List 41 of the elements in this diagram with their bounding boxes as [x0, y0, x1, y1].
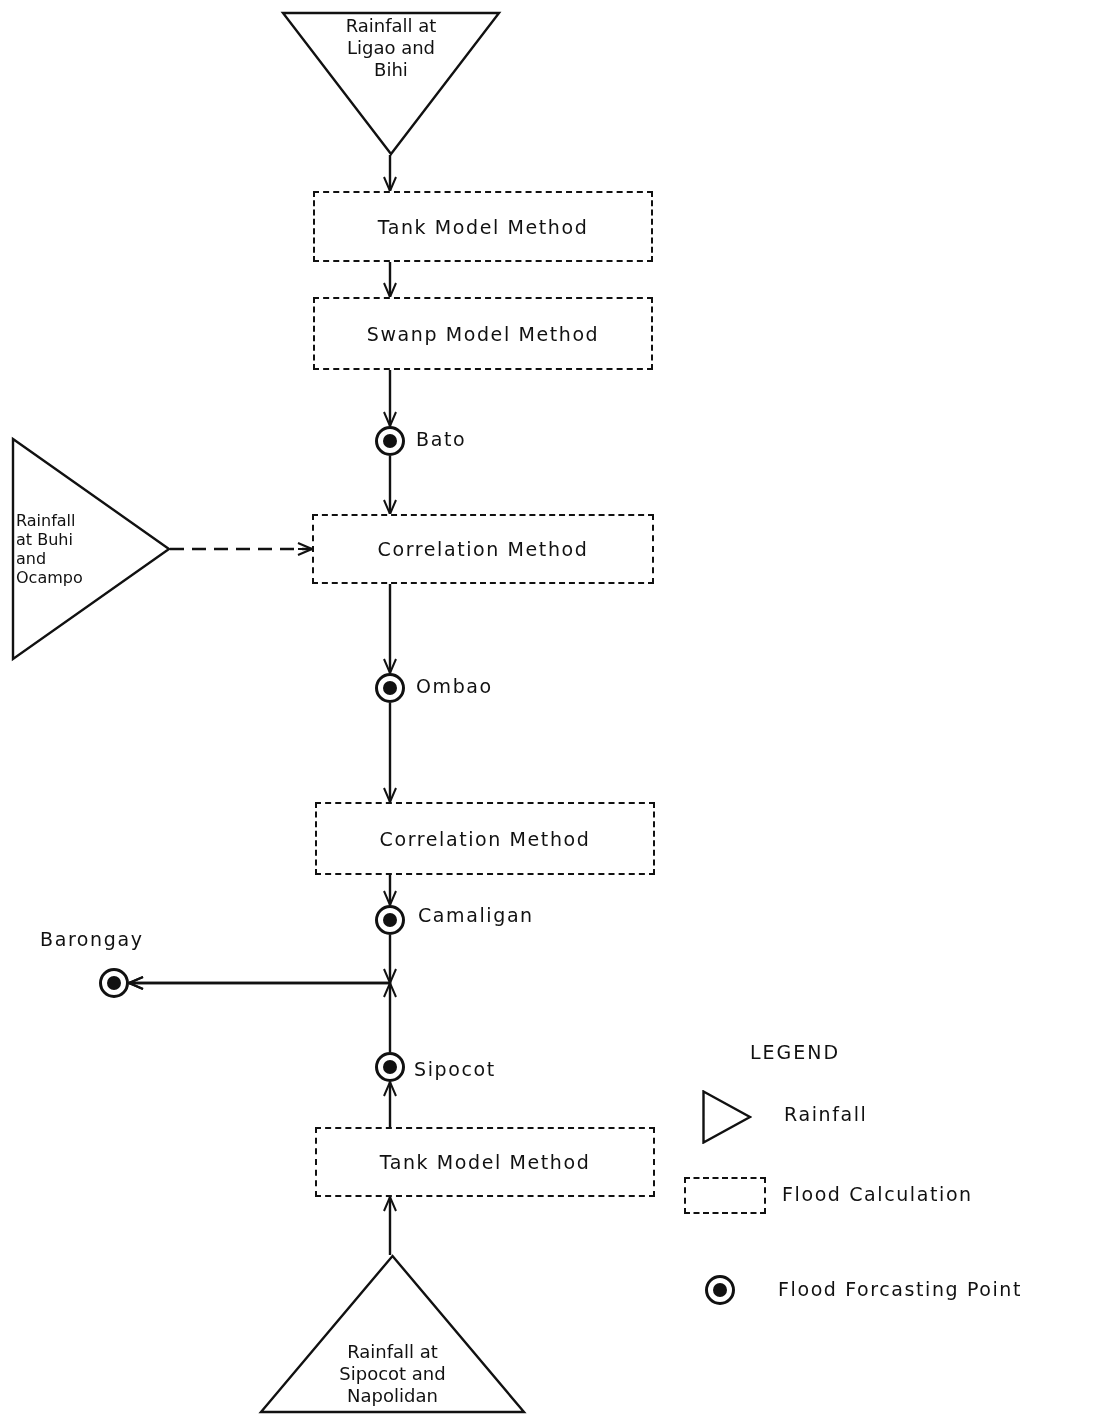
- arrow: [128, 976, 397, 1052]
- flood-calculation-box: [312, 514, 654, 584]
- point-label: Sipocot: [414, 1058, 496, 1080]
- flood-calculation-box: [313, 297, 653, 370]
- rainfall-text: Rainfall at Sipocot and Napolidan: [338, 1341, 447, 1407]
- forecasting-point-marker: [99, 968, 129, 998]
- flood-calculation-box: [313, 191, 653, 262]
- rainfall-triangle: [12, 438, 170, 660]
- method-text: Tank Model Method: [377, 215, 589, 238]
- forecasting-point-marker: [375, 673, 405, 703]
- arrow: [383, 875, 397, 906]
- rainfall-triangle: [260, 1255, 525, 1413]
- arrow: [383, 1081, 397, 1127]
- rainfall-text: Rainfall at Ligao and Bihi: [344, 15, 438, 81]
- rainfall-triangle: [282, 12, 500, 155]
- legend-label: Rainfall: [784, 1103, 868, 1125]
- forecasting-point-marker: [375, 1052, 405, 1082]
- arrow: [383, 456, 397, 515]
- arrow: [383, 703, 397, 803]
- point-label: Ombao: [416, 675, 493, 697]
- flood-calculation-box: [315, 1127, 655, 1197]
- method-text: Tank Model Method: [379, 1151, 591, 1173]
- legend-label: Flood Forcasting Point: [778, 1278, 1023, 1300]
- arrow: [383, 155, 397, 192]
- arrow: [383, 262, 397, 298]
- legend-label: Flood Calculation: [782, 1183, 973, 1205]
- method-text: Swanp Model Method: [366, 322, 600, 345]
- arrow: [170, 542, 313, 556]
- arrow: [383, 370, 397, 427]
- rainfall-text: Rainfall at Buhi and Ocampo: [16, 511, 84, 587]
- forecasting-point-marker: [375, 426, 405, 456]
- legend-heading: LEGEND: [750, 1041, 841, 1063]
- point-label: Camaligan: [418, 904, 534, 926]
- point-label: Barongay: [40, 928, 144, 950]
- flood-calculation-box: [315, 802, 655, 875]
- method-text: Correlation Method: [377, 538, 589, 560]
- forecasting-point-marker: [375, 905, 405, 935]
- point-label: Bato: [416, 428, 467, 450]
- arrow: [383, 584, 397, 674]
- method-text: Correlation Method: [379, 827, 591, 850]
- arrow: [383, 1196, 397, 1255]
